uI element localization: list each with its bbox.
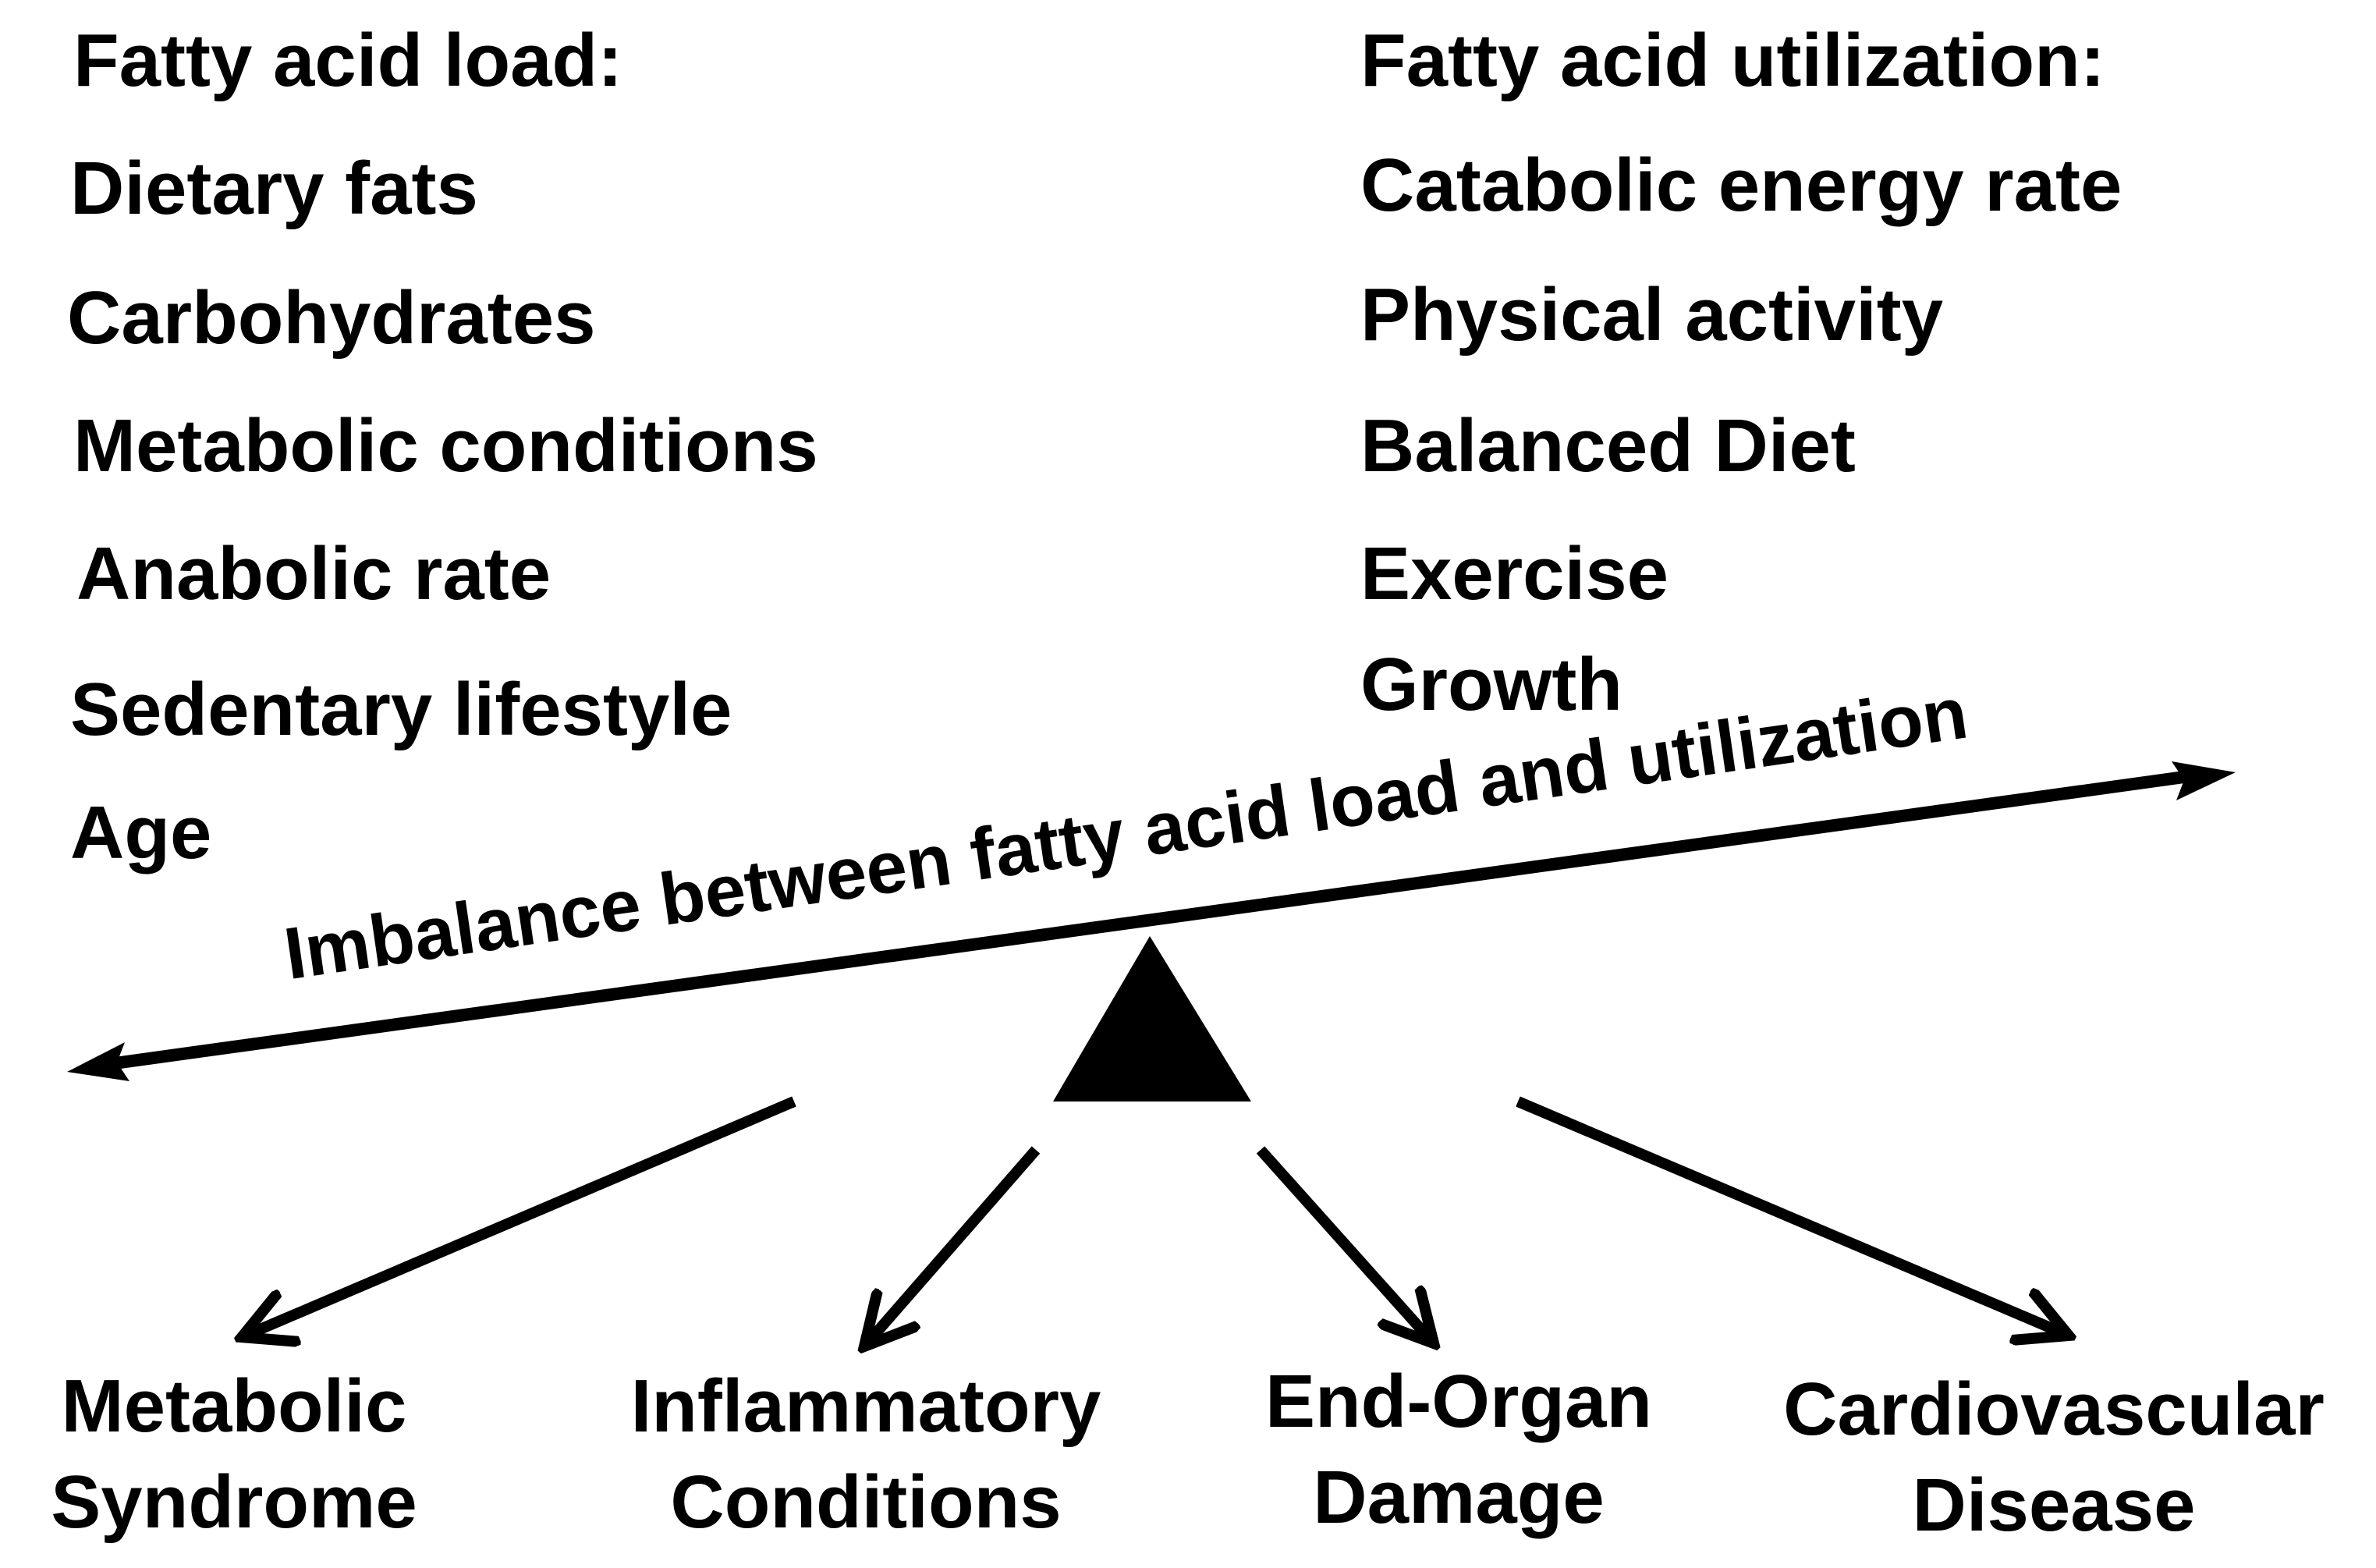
outcome-line-1: Metabolic	[61, 1364, 407, 1448]
load-item-sedentary-lifestyle: Sedentary lifestyle	[70, 668, 732, 751]
outcome-line-2: Syndrome	[51, 1460, 417, 1544]
outcome-metabolic-syndrome: Metabolic Syndrome	[0, 1359, 468, 1551]
outcome-inflammatory-conditions: Inflammatory Conditions	[577, 1359, 1154, 1551]
utilization-item-exercise: Exercise	[1360, 532, 1669, 615]
utilization-item-physical-activity: Physical activity	[1360, 273, 1944, 357]
outcome-line-1: Cardiovascular	[1783, 1368, 2325, 1451]
load-item-metabolic-conditions: Metabolic conditions	[73, 404, 818, 488]
outcome-line-1: Inflammatory	[630, 1364, 1101, 1448]
load-item-anabolic-rate: Anabolic rate	[76, 532, 551, 615]
load-heading: Fatty acid load:	[73, 19, 623, 102]
balance-label: Imbalance between fatty acid load and ut…	[279, 672, 1973, 995]
utilization-item-catabolic-energy-rate: Catabolic energy rate	[1360, 144, 2122, 227]
outcome-line-1: End-Organ	[1265, 1360, 1652, 1443]
outcome-line-2: Damage	[1313, 1455, 1605, 1539]
arrow-to-inflammatory-conditions	[864, 1146, 1041, 1346]
beam-arrowhead-left	[67, 1042, 129, 1081]
arrow-to-end-organ-damage	[1256, 1146, 1434, 1343]
load-item-dietary-fats: Dietary fats	[70, 147, 478, 230]
outcome-cardiovascular-disease: Cardiovascular Disease	[1732, 1362, 2376, 1554]
fulcrum-triangle	[1053, 936, 1251, 1102]
utilization-item-growth: Growth	[1360, 643, 1622, 726]
arrow-to-metabolic-syndrome	[242, 1096, 796, 1337]
load-item-age: Age	[70, 791, 212, 874]
outcome-line-2: Conditions	[670, 1460, 1062, 1544]
utilization-heading: Fatty acid utilization:	[1360, 19, 2105, 102]
outcome-end-organ-damage: End-Organ Damage	[1217, 1354, 1700, 1546]
utilization-item-balanced-diet: Balanced Diet	[1360, 404, 1856, 488]
outcome-line-2: Disease	[1912, 1463, 2196, 1547]
beam-arrowhead-right	[2172, 761, 2236, 800]
arrow-to-cardiovascular-disease	[1516, 1096, 2069, 1336]
balance-beam	[108, 771, 2186, 1070]
load-item-carbohydrates: Carbohydrates	[67, 276, 596, 360]
